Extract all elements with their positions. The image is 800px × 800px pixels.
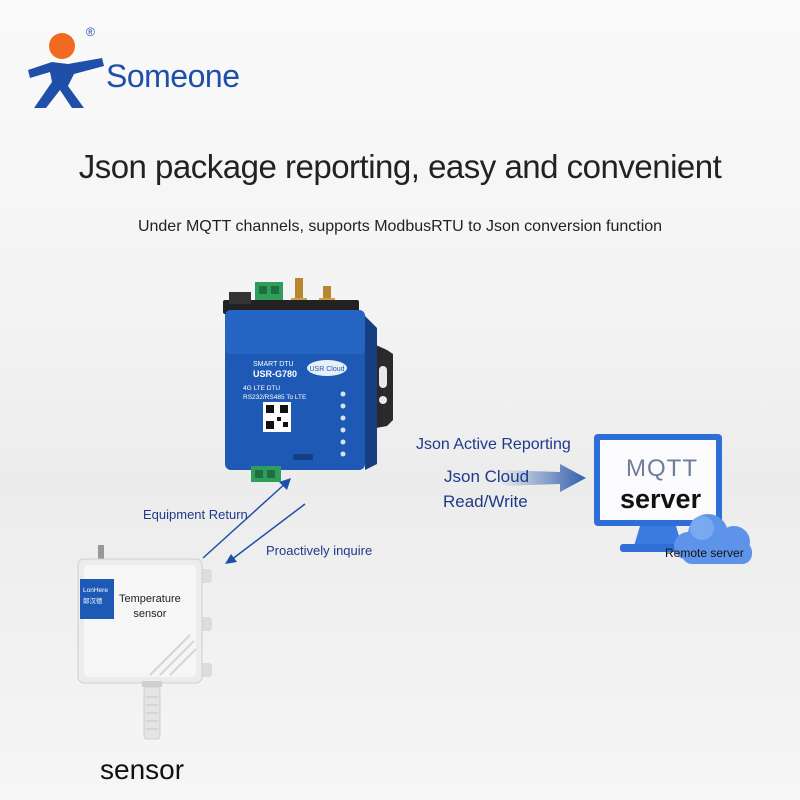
page-headline: Json package reporting, easy and conveni… (78, 148, 722, 185)
upload-arrow-icon (500, 464, 586, 492)
mqtt-screen-text: MQTT (626, 455, 698, 482)
temperature-sensor-label: Temperature sensor (119, 592, 181, 622)
antenna-left (295, 278, 303, 308)
proactively-inquire-arrow (230, 503, 306, 561)
device-small-title: SMART DTU (253, 361, 294, 368)
remote-server-caption: Remote server (665, 546, 744, 560)
sensor-brand-line1: LonHere (83, 587, 108, 594)
logo-body (28, 58, 104, 108)
temperature-sensor-image: LonHere 郎汉德 (77, 545, 212, 740)
cloud-rw-line1: Json Cloud (444, 467, 530, 486)
dtu-device-image: USR Cloud SMART DTU USR-G780 4G LTE DTU … (223, 278, 393, 482)
equipment-return-arrow (202, 481, 288, 559)
monitor-screen (600, 440, 716, 520)
device-line-1: 4G LTE DTU (243, 385, 280, 392)
sensor-caption: sensor (100, 754, 185, 785)
device-model: USR-G780 (253, 369, 297, 379)
sensor-brand-line2: 郎汉德 (83, 596, 103, 605)
logo-head (49, 33, 75, 59)
antenna-right (323, 286, 331, 308)
cloud-rw-line2: Read/Write (443, 492, 528, 511)
brand-logo-icon (28, 33, 104, 108)
active-reporting-label: Json Active Reporting (416, 436, 571, 453)
server-monitor-image (594, 434, 752, 564)
proactively-inquire-label: Proactively inquire (266, 543, 373, 558)
temperature-sensor-label-line2: sensor (133, 608, 167, 620)
device-line-2: RS232/RS485 To LTE (243, 394, 307, 401)
sensor-brand-badge (80, 579, 114, 619)
brand-name: Someone (106, 58, 240, 94)
server-label: server (620, 484, 702, 514)
registered-mark: ® (86, 25, 95, 39)
page-subheadline: Under MQTT channels, supports ModbusRTU … (137, 218, 663, 235)
equipment-return-label: Equipment Return (143, 507, 248, 522)
bidirectional-arrows-icon (202, 478, 306, 564)
temperature-sensor-label-line1: Temperature (119, 593, 181, 605)
cloud-badge-text: USR Cloud (309, 366, 344, 373)
